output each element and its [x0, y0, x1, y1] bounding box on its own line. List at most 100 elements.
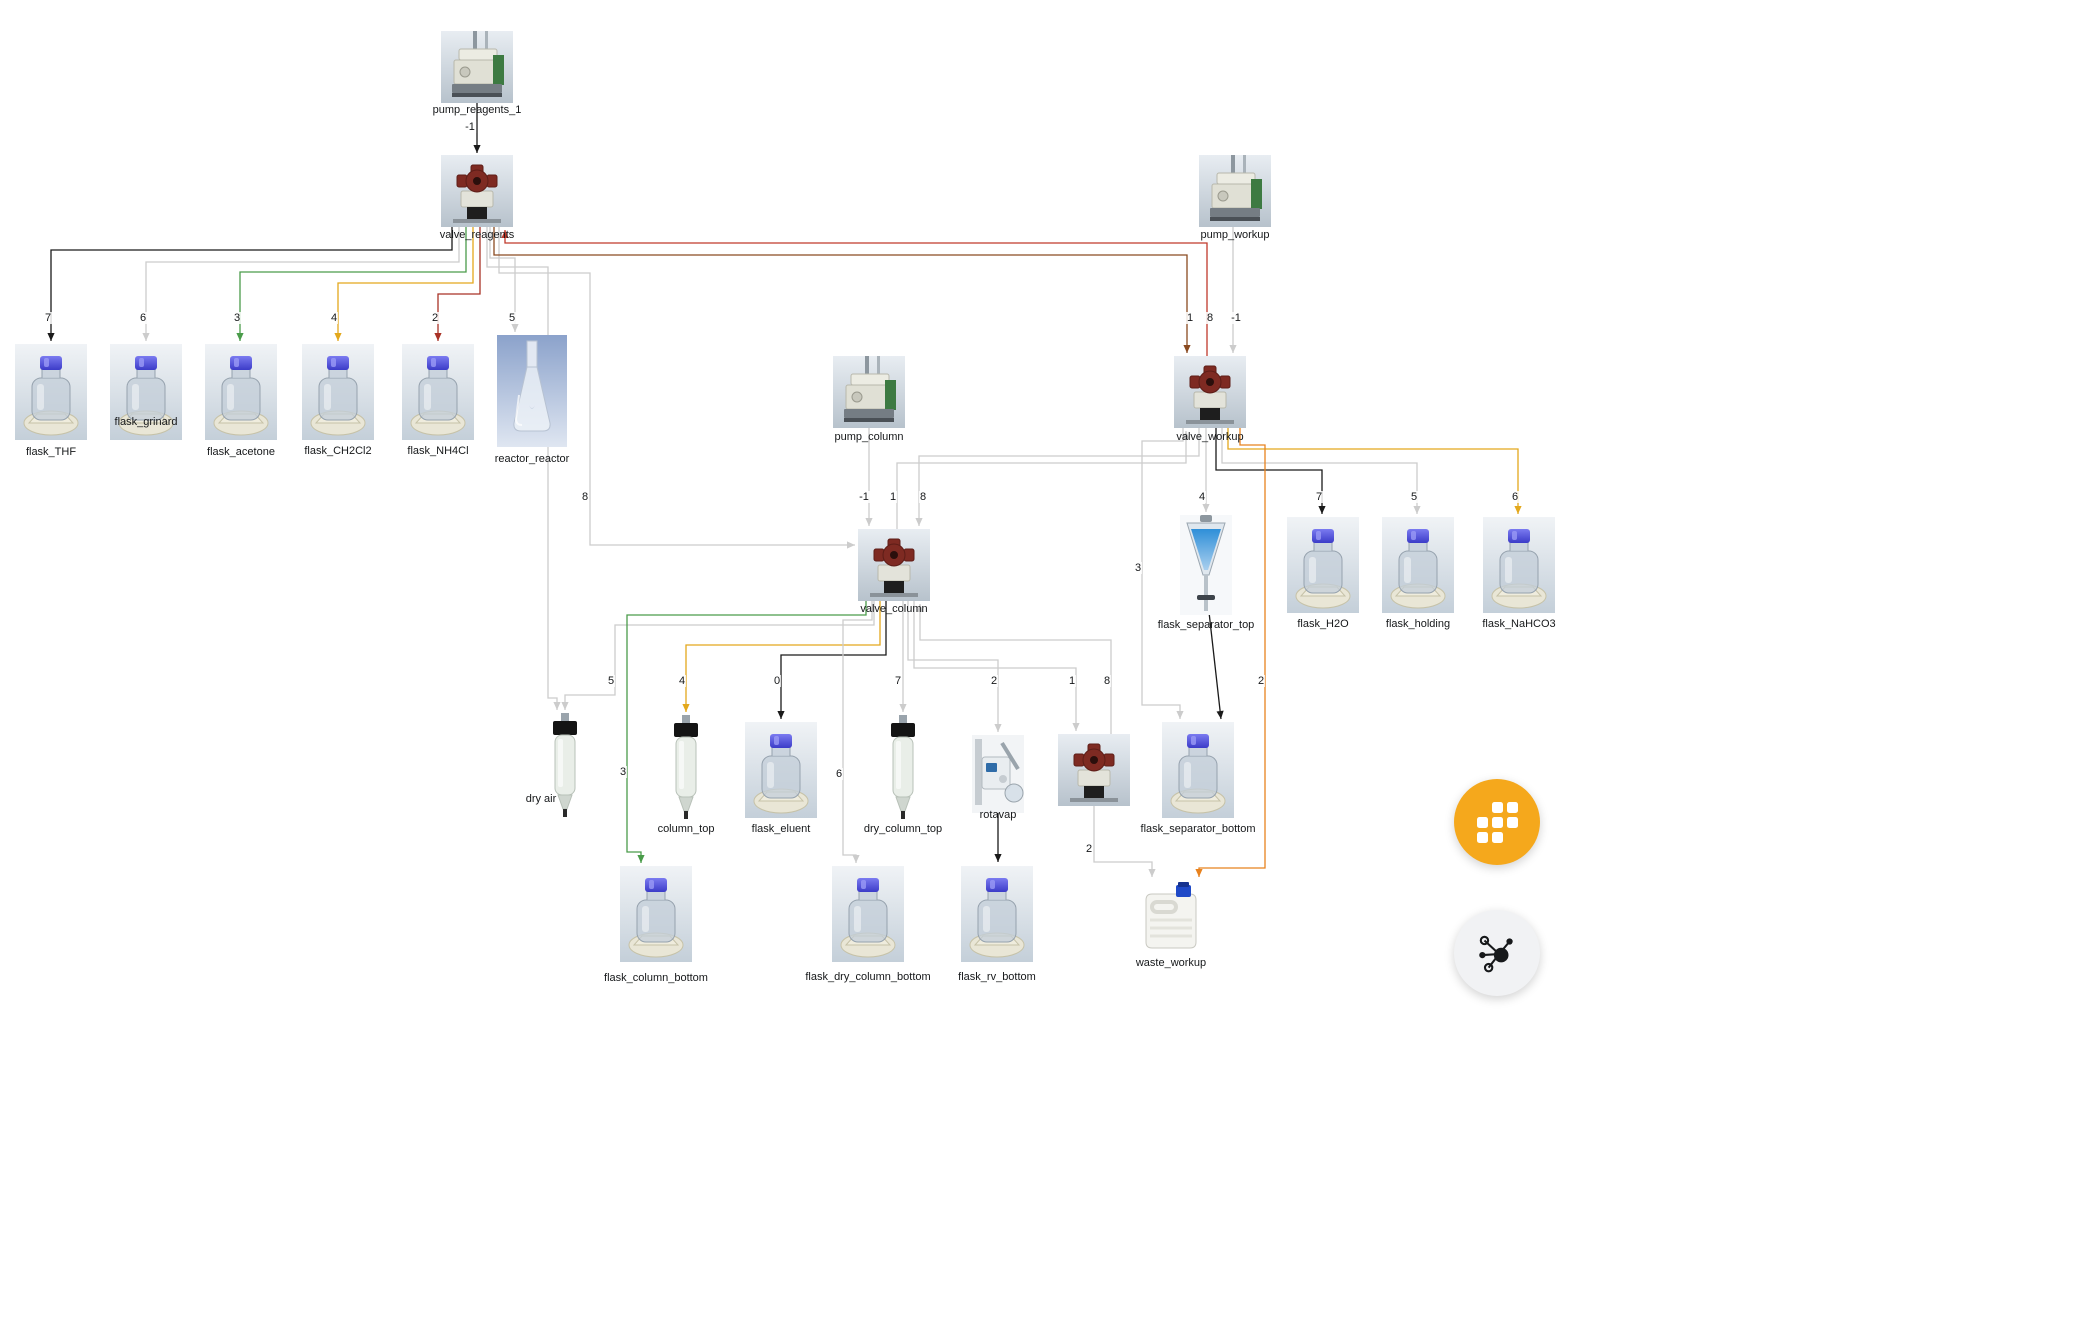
node-label: pump_workup: [1200, 229, 1270, 241]
node-flask-dry-column-bottom[interactable]: [832, 866, 904, 962]
edge-label: 0: [772, 675, 782, 687]
node-label: waste_workup: [1135, 957, 1207, 969]
node-waste-workup[interactable]: [1138, 880, 1204, 952]
edge-label: 5: [507, 312, 517, 324]
pump-icon: [833, 356, 905, 428]
arrowhead-icon: [852, 855, 860, 863]
edge-valve_reagents-to-dry_air[interactable]: [486, 227, 558, 710]
node-pump-workup[interactable]: [1199, 155, 1271, 227]
pump-icon: [1199, 155, 1271, 227]
grid-squares-icon: [1477, 802, 1518, 843]
node-flask-H2O[interactable]: [1287, 517, 1359, 613]
node-label: flask_rv_bottom: [958, 971, 1036, 983]
edge-valve_reagents-to-reactor_reactor[interactable]: [489, 227, 516, 332]
pump-icon: [441, 31, 513, 103]
node-label: dry air: [525, 793, 557, 805]
node-flask-CH2Cl2[interactable]: [302, 344, 374, 440]
node-flask-rv-bottom[interactable]: [961, 866, 1033, 962]
arrowhead-icon: [994, 854, 1002, 862]
edge-valve_column-to-dry_air[interactable]: [564, 601, 875, 710]
edge-valve_reagents-to-flask_CH2Cl2[interactable]: [337, 227, 474, 341]
column-icon: [674, 715, 698, 819]
node-flask-THF[interactable]: [15, 344, 87, 440]
edge-valve_reagents-to-flask_THF[interactable]: [50, 227, 453, 341]
node-flask-NH4Cl[interactable]: [402, 344, 474, 440]
node-flask-acetone[interactable]: [205, 344, 277, 440]
node-flask-eluent[interactable]: [745, 722, 817, 818]
node-flask-separator-top[interactable]: [1180, 515, 1232, 615]
edge-label: 3: [618, 766, 628, 778]
arrowhead-icon: [434, 333, 442, 341]
edge-label: 1: [1067, 675, 1077, 687]
flask-icon: [620, 866, 692, 962]
node-label: valve_workup: [1176, 431, 1244, 443]
node-label: flask_separator_top: [1157, 619, 1255, 631]
edge-label: 1: [888, 491, 898, 503]
edge-valve_workup-to-flask_separator_bottom[interactable]: [1141, 428, 1184, 719]
node-valve-reagents[interactable]: [441, 155, 513, 227]
waste-icon: [1145, 882, 1197, 949]
arrowhead-icon: [777, 711, 785, 719]
flask-icon: [15, 344, 87, 440]
edge-label: 6: [834, 768, 844, 780]
node-reactor-reactor[interactable]: [497, 335, 567, 447]
arrowhead-icon: [899, 704, 907, 712]
edge-valve_workup-to-valve_column[interactable]: [918, 428, 1200, 526]
node-flask-grinard[interactable]: [110, 344, 182, 440]
flask-icon: [832, 866, 904, 962]
node-pump-reagents-1[interactable]: [441, 31, 513, 103]
arrowhead-icon: [1514, 506, 1522, 514]
flask-icon: [1382, 517, 1454, 613]
edge-valve_workup-to-flask_NaHCO3[interactable]: [1227, 428, 1519, 514]
arrowhead-icon: [1413, 506, 1421, 514]
edge-label: 4: [329, 312, 339, 324]
edge-valve_column-to-flask_eluent[interactable]: [780, 601, 887, 719]
edge-label: 8: [1102, 675, 1112, 687]
edge-label: 4: [1197, 491, 1207, 503]
node-valve-2[interactable]: [1058, 734, 1130, 806]
edge-valve_reagents-to-flask_grinard[interactable]: [145, 227, 460, 341]
node-rotavap[interactable]: [972, 735, 1024, 813]
edge-valve_2-to-valve_column[interactable]: [919, 604, 1112, 734]
node-pump-column[interactable]: [833, 356, 905, 428]
edge-flask_separator_top-to-flask_separator_bottom[interactable]: [1208, 611, 1222, 720]
node-label: flask_separator_bottom: [1140, 823, 1256, 835]
edge-valve_2-to-waste_workup[interactable]: [1093, 806, 1153, 877]
node-flask-column-bottom[interactable]: [620, 866, 692, 962]
node-flask-separator-bottom[interactable]: [1162, 722, 1234, 818]
node-label: rotavap: [979, 809, 1017, 821]
node-valve-workup[interactable]: [1174, 356, 1246, 428]
node-dry-air[interactable]: [545, 713, 585, 818]
node-dry-column-top[interactable]: [883, 715, 923, 820]
node-label: reactor_reactor: [494, 453, 570, 465]
apps-button[interactable]: [1454, 779, 1540, 865]
reactor-icon: [497, 335, 567, 447]
arrowhead-icon: [236, 333, 244, 341]
edge-valve_column-to-column_top[interactable]: [685, 601, 881, 712]
edge-valve_workup-to-flask_holding[interactable]: [1221, 428, 1418, 514]
arrowhead-icon: [1318, 506, 1326, 514]
edge-valve_column-to-flask_column_bottom[interactable]: [626, 601, 867, 863]
edge-valve_column-to-valve_2[interactable]: [913, 601, 1077, 731]
edge-valve_reagents-to-flask_acetone[interactable]: [239, 227, 467, 341]
node-label: flask_column_bottom: [604, 972, 708, 984]
arrowhead-icon: [1195, 869, 1203, 877]
flask-icon: [402, 344, 474, 440]
edge-valve_workup-to-valve_reagents[interactable]: [504, 230, 1208, 356]
arrowhead-icon: [682, 704, 690, 712]
edge-label: 2: [989, 675, 999, 687]
node-flask-NaHCO3[interactable]: [1483, 517, 1555, 613]
edge-valve_column-to-rotavap[interactable]: [907, 601, 999, 732]
edge-label: -1: [464, 121, 476, 133]
valve-icon: [441, 155, 513, 227]
arrowhead-icon: [847, 541, 855, 549]
flask-icon: [745, 722, 817, 818]
node-valve-column[interactable]: [858, 529, 930, 601]
edge-valve_reagents-to-valve_workup[interactable]: [493, 227, 1188, 353]
assistant-button[interactable]: [1454, 910, 1540, 996]
node-column-top[interactable]: [666, 715, 706, 820]
edge-valve_reagents-to-valve_column[interactable]: [498, 227, 855, 546]
node-flask-holding[interactable]: [1382, 517, 1454, 613]
